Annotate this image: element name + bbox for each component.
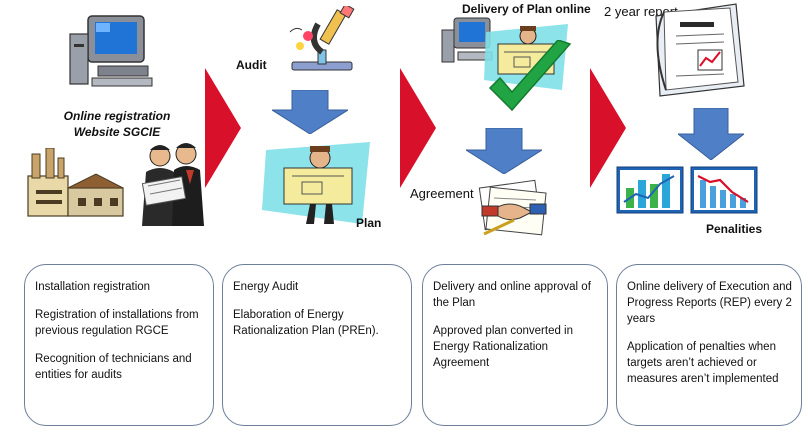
- box-item: Approved plan converted in Energy Ration…: [433, 325, 574, 369]
- report-icon: [655, 3, 745, 97]
- box-item: Delivery and online approval of the Plan: [433, 281, 591, 309]
- red-arrow-3: [590, 68, 626, 188]
- label-online-registration: Online registration Website SGCIE: [52, 108, 182, 140]
- stage-box-1: Installation registration Registration o…: [24, 264, 214, 426]
- label-plan: Plan: [356, 216, 382, 230]
- box-item: Energy Audit: [233, 281, 299, 293]
- box-item: Installation registration: [35, 281, 151, 293]
- label-penalities: Penalities: [706, 222, 763, 236]
- red-arrow-2: [400, 68, 436, 188]
- handshake-icon: [478, 179, 547, 236]
- blue-down-arrow-1: [272, 90, 348, 134]
- label-line-1: Online registration: [63, 109, 171, 123]
- stage-box-3: Delivery and online approval of the Plan…: [422, 264, 608, 426]
- engineers-icon: [141, 143, 204, 226]
- line-chart-icon: [690, 166, 758, 214]
- blueprint-person-icon: [484, 24, 568, 90]
- label-delivery-plan-online: Delivery of Plan online: [462, 2, 591, 16]
- stage-box-4: Online delivery of Execution and Progres…: [616, 264, 802, 426]
- blueprint-person-icon: [262, 142, 370, 224]
- label-line-2: Website SGCIE: [73, 125, 161, 139]
- computer-icon: [441, 17, 493, 63]
- checkmark-icon: [488, 40, 572, 112]
- box-item: Recognition of technicians and entities …: [35, 353, 192, 381]
- box-item: Application of penalties when targets ar…: [627, 341, 779, 385]
- label-agreement: Agreement: [410, 186, 474, 201]
- factory-icon: [27, 148, 124, 217]
- label-audit: Audit: [236, 58, 267, 72]
- stage-box-2: Energy Audit Elaboration of Energy Ratio…: [222, 264, 412, 426]
- microscope-icon: [289, 6, 355, 71]
- box-item: Online delivery of Execution and Progres…: [627, 281, 792, 325]
- bar-chart-icon: [616, 166, 684, 214]
- red-arrow-1: [205, 68, 241, 188]
- box-item: Elaboration of Energy Rationalization Pl…: [233, 309, 379, 337]
- box-item: Registration of installations from previ…: [35, 309, 199, 337]
- blue-down-arrow-2: [466, 128, 542, 174]
- blue-down-arrow-3: [678, 108, 744, 160]
- computer-icon: [69, 15, 153, 87]
